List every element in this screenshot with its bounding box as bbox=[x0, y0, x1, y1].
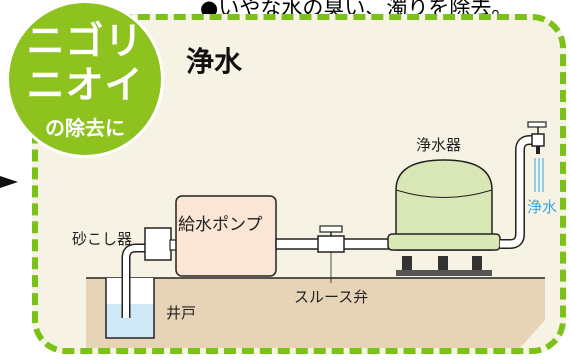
pointer-arrow bbox=[0, 176, 18, 188]
purifier-band bbox=[387, 233, 501, 251]
strainer-label: 砂こし器 bbox=[72, 230, 133, 248]
faucet-handle bbox=[527, 121, 547, 128]
pump-label: 給水ポンプ bbox=[178, 215, 263, 235]
valve-handle bbox=[319, 225, 343, 233]
valve-label: スルース弁 bbox=[294, 288, 369, 306]
purifier-leg-3 bbox=[472, 256, 482, 274]
feature-badge: ニゴリ ニオイ の除去に bbox=[6, 0, 164, 158]
badge-line-3: の除去に bbox=[45, 116, 125, 140]
outlet-pipe bbox=[500, 136, 540, 248]
badge-line-1: ニゴリ bbox=[26, 19, 144, 63]
purifier-label: 浄水器 bbox=[416, 136, 462, 154]
purifier-leg-2 bbox=[438, 256, 448, 274]
section-title: 浄水 bbox=[186, 45, 243, 78]
suction-pipe bbox=[123, 245, 148, 318]
pump-body bbox=[175, 195, 277, 277]
purifier-seam bbox=[395, 189, 493, 198]
well-wall bbox=[105, 278, 155, 339]
ground bbox=[86, 278, 545, 348]
faucet-body bbox=[531, 133, 545, 147]
valve-body bbox=[317, 235, 345, 253]
badge-line-2: ニオイ bbox=[26, 63, 144, 107]
well-label: 井戸 bbox=[166, 304, 197, 322]
clean-water-label: 浄水 bbox=[527, 198, 558, 216]
purifier-tank bbox=[395, 159, 493, 251]
purifier-base bbox=[396, 270, 492, 276]
strainer-box bbox=[144, 227, 172, 261]
purifier-leg-1 bbox=[402, 256, 412, 274]
